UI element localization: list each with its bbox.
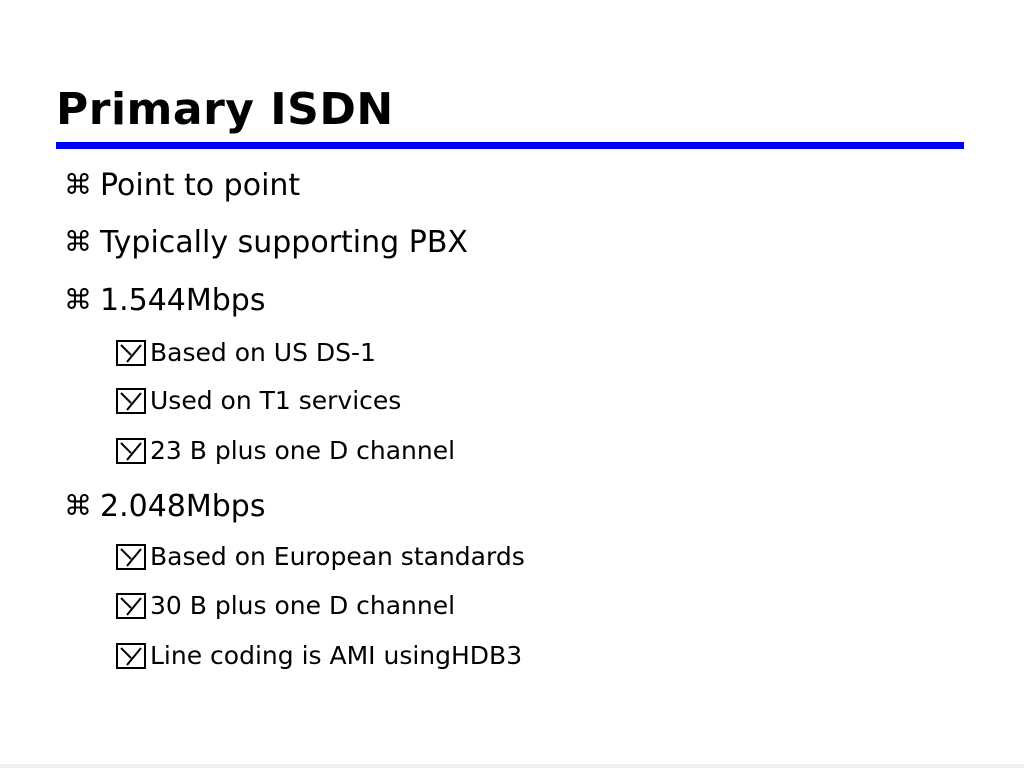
- checkbox-cross-icon: [114, 539, 150, 573]
- bullet-text: 1.544Mbps: [100, 282, 266, 318]
- sub-bullet-item: Used on T1 services: [114, 383, 401, 417]
- command-key-icon: ⌘: [64, 225, 92, 258]
- bullet-item: ⌘ Point to point: [64, 165, 300, 205]
- bullet-text: 2.048Mbps: [100, 488, 266, 524]
- sub-bullet-text: Used on T1 services: [150, 385, 402, 415]
- bullet-item: ⌘ 1.544Mbps: [64, 280, 265, 320]
- sub-bullet-item: 23 B plus one D channel: [114, 433, 455, 467]
- sub-bullet-text: 30 B plus one D channel: [150, 590, 456, 620]
- checkbox-cross-icon: [114, 383, 150, 417]
- sub-bullet-text: Based on European standards: [150, 541, 525, 571]
- checkbox-cross-icon: [114, 638, 150, 672]
- command-key-icon: ⌘: [64, 168, 92, 201]
- bullet-text: Typically supporting PBX: [100, 224, 468, 260]
- checkbox-cross-icon: [114, 433, 150, 467]
- bottom-edge: [0, 764, 1024, 768]
- bullet-text: Point to point: [100, 167, 301, 203]
- sub-bullet-item: Based on European standards: [114, 539, 525, 573]
- sub-bullet-text: Line coding is AMI usingHDB3: [150, 640, 523, 670]
- sub-bullet-text: 23 B plus one D channel: [150, 435, 456, 465]
- title-underline: [56, 142, 964, 149]
- sub-bullet-item: Line coding is AMI usingHDB3: [114, 638, 522, 672]
- sub-bullet-text: Based on US DS-1: [150, 337, 376, 367]
- slide-title: Primary ISDN: [56, 84, 394, 135]
- bullet-item: ⌘ 2.048Mbps: [64, 486, 265, 526]
- command-key-icon: ⌘: [64, 283, 92, 316]
- bullet-item: ⌘ Typically supporting PBX: [64, 222, 468, 262]
- sub-bullet-item: Based on US DS-1: [114, 335, 376, 369]
- sub-bullet-item: 30 B plus one D channel: [114, 588, 455, 622]
- command-key-icon: ⌘: [64, 489, 92, 522]
- checkbox-cross-icon: [114, 588, 150, 622]
- checkbox-cross-icon: [114, 335, 150, 369]
